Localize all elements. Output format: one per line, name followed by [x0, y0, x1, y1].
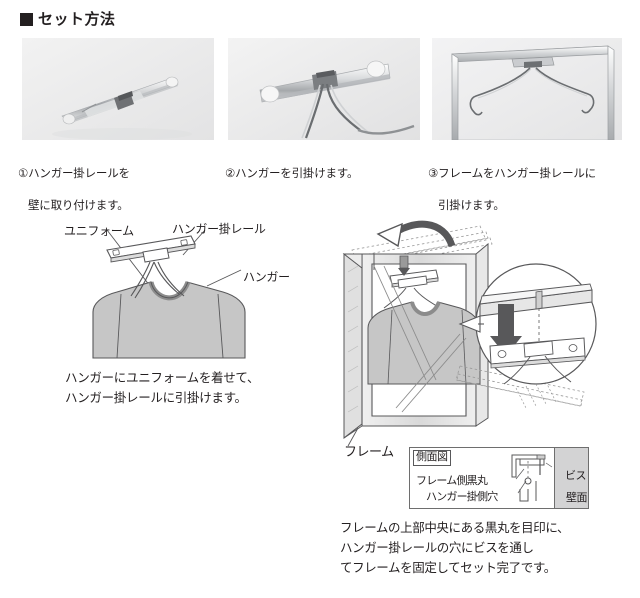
label-frame: フレーム [344, 444, 394, 459]
right-diagram-caption: フレームの上部中央にある黒丸を目印に、 ハンガー掛レールの穴にビスを通し てフレ… [340, 518, 640, 578]
leader-line-hanger [206, 269, 242, 287]
step-3-caption: ③フレームをハンガー掛レールに 引掛けます。 [428, 150, 640, 230]
uniform-on-hanger-illustration [55, 208, 340, 368]
side-view-panel: 側面図 フレーム側黒丸 ハンガー掛側穴 ビス 壁面 [409, 447, 589, 509]
wall-column [554, 448, 588, 508]
label-hanger-rail: ハンガー掛レール [172, 222, 266, 236]
step-2-caption-line-1: ②ハンガーを引掛けます。 [225, 168, 359, 180]
label-wall: 壁面 [566, 492, 588, 504]
uniform-inside-frame [367, 301, 481, 385]
page-heading: セット方法 [20, 12, 116, 27]
label-screw: ビス [565, 470, 587, 482]
detail-zoom-circle [458, 263, 597, 385]
frame-mounting-illustration [340, 212, 640, 462]
hanger-shape [130, 247, 185, 299]
rail-and-hanger-inside-frame [373, 254, 441, 309]
step-1-caption-line-2: 壁に取り付けます。 [28, 200, 129, 212]
rotate-arrow-icon [376, 220, 456, 248]
step-2-caption: ②ハンガーを引掛けます。 [225, 150, 425, 198]
glass-reflection-lines [373, 265, 467, 413]
ghost-rail-below-circle [515, 381, 557, 409]
label-frame-black-dot: フレーム側黒丸 [416, 475, 488, 487]
right-caption-line-3: てフレームを固定してセット完了です。 [340, 561, 556, 575]
left-caption-line-1: ハンガーにユニフォームを着せて、 [65, 371, 260, 385]
side-view-figure [511, 454, 553, 502]
label-hanger-side-hole: ハンガー掛側穴 [426, 491, 498, 503]
step-3-caption-line-1: ③フレームをハンガー掛レールに [428, 168, 596, 180]
left-caption-line-2: ハンガー掛レールに引掛けます。 [65, 391, 247, 405]
step-3-caption-line-2: 引掛けます。 [438, 200, 505, 212]
leader-line-frame [347, 427, 359, 447]
down-arrow-icon [490, 304, 522, 356]
side-view-tag: 側面図 [413, 450, 451, 466]
right-caption-line-2: ハンガー掛レールの穴にビスを通し [340, 541, 534, 555]
left-diagram-caption: ハンガーにユニフォームを着せて、 ハンガー掛レールに引掛けます。 [65, 368, 335, 408]
ghost-frame-bottom [455, 365, 585, 407]
step-1-caption-line-1: ①ハンガー掛レールを [18, 168, 130, 180]
page-title: セット方法 [38, 11, 116, 28]
hanger-hooked-on-rail-photo [228, 38, 420, 140]
label-uniform: ユニフォーム [64, 224, 134, 238]
label-hanger: ハンガー [243, 270, 290, 284]
frame-hooked-on-rail-photo [432, 38, 622, 140]
square-marker-icon [20, 13, 33, 26]
step-1-caption: ①ハンガー掛レールを 壁に取り付けます。 [18, 150, 218, 230]
right-caption-line-1: フレームの上部中央にある黒丸を目印に、 [340, 521, 570, 535]
hanger-rail-on-wall-photo [22, 38, 214, 140]
